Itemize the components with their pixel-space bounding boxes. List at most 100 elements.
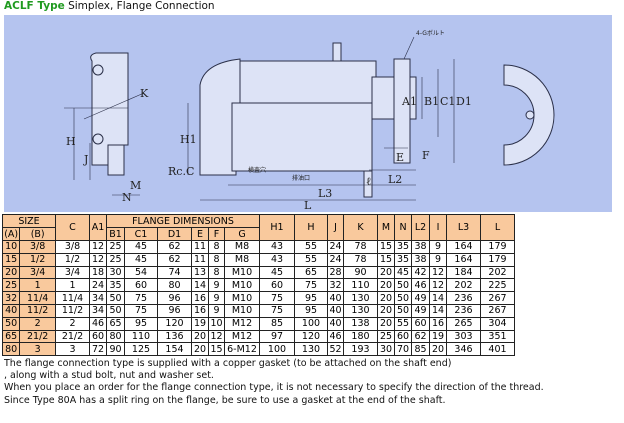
table-cell: 46 — [411, 278, 430, 293]
label-E: E — [396, 151, 404, 164]
table-cell: 1/2 — [55, 252, 90, 267]
table-cell: 267 — [480, 291, 515, 305]
table-cell: 3/4 — [19, 265, 56, 280]
table-cell: 35 — [106, 278, 125, 293]
table-cell: 62 — [411, 329, 430, 344]
table-cell: 15 — [377, 240, 395, 254]
table-cell: 154 — [157, 342, 192, 357]
table-cell: 20 — [377, 278, 395, 293]
table-cell: 8 — [208, 252, 225, 267]
table-cell: 45 — [394, 265, 412, 280]
table-cell: 50 — [106, 303, 125, 318]
notes: The flange connection type is supplied w… — [4, 358, 544, 407]
label-B1: B1 — [424, 95, 439, 108]
table-cell: 3/8 — [55, 240, 90, 254]
table-cell: 164 — [446, 252, 481, 267]
table-cell: 50 — [394, 291, 412, 305]
header-M: M — [377, 214, 395, 241]
side-bolt-bottom — [92, 133, 104, 145]
table-cell: 78 — [343, 240, 378, 254]
table-cell: 8 — [208, 265, 225, 280]
label-F: F — [422, 149, 430, 162]
table-cell: 267 — [480, 303, 515, 318]
subheader-cell: B1 — [106, 227, 125, 241]
table-cell: 11 — [191, 240, 209, 254]
table-cell: 13 — [191, 265, 209, 280]
table-cell: 60 — [124, 278, 158, 293]
table-cell: 74 — [157, 265, 192, 280]
table-cell: 49 — [411, 291, 430, 305]
table-cell: 80 — [106, 329, 125, 344]
table-cell: 9 — [429, 252, 447, 267]
header-C: C — [55, 214, 90, 241]
subheader-cell: (A) — [1, 227, 21, 241]
table-cell: M10 — [224, 265, 260, 280]
label-K: K — [140, 87, 149, 100]
header-L3: L3 — [446, 214, 481, 241]
table-cell: 19 — [429, 329, 447, 344]
table-cell: 25 — [1, 278, 21, 293]
table-cell: M8 — [224, 252, 260, 267]
table-cell: 225 — [480, 278, 515, 293]
technical-drawing: 4-Gボルト K H J M N Rc.C H1 A1 B1 C1 D1 E F… — [4, 15, 612, 212]
type-subtitle: Simplex, Flange Connection — [68, 0, 215, 12]
header-L2: L2 — [411, 214, 430, 241]
table-cell: 120 — [157, 316, 192, 331]
table-cell: 3 — [55, 342, 90, 357]
table-cell: 95 — [294, 291, 328, 305]
table-cell: 110 — [124, 329, 158, 344]
label-C1: C1 — [440, 95, 455, 108]
table-cell: 65 — [294, 265, 328, 280]
table-cell: 50 — [1, 316, 21, 331]
table-cell: 20 — [429, 342, 447, 357]
table-cell: 184 — [446, 265, 481, 280]
table-cell: 34 — [89, 291, 107, 305]
table-cell: 100 — [259, 342, 295, 357]
upper-housing — [239, 60, 377, 104]
table-cell: 80 — [157, 278, 192, 293]
table-cell: 95 — [124, 316, 158, 331]
header-A1: A1 — [89, 214, 107, 241]
table-cell: 78 — [343, 252, 378, 267]
table-cell: 265 — [446, 316, 481, 331]
table-cell: 125 — [124, 342, 158, 357]
table-cell: 2 — [55, 316, 90, 331]
label-L: L — [304, 199, 312, 212]
table-cell: 35 — [394, 252, 412, 267]
table-cell: 75 — [124, 303, 158, 318]
table-cell: 12 — [429, 278, 447, 293]
header-row-top: SIZE C A1 FLANGE DIMENSIONS H1 H J K M N… — [2, 214, 515, 241]
table-cell: 19 — [191, 316, 209, 331]
label-H: H — [66, 135, 76, 148]
table-cell: 401 — [480, 342, 515, 357]
table-cell: 54 — [124, 265, 158, 280]
table-cell: 32 — [1, 291, 21, 305]
table-cell: 15 — [377, 252, 395, 267]
table-cell: 35 — [394, 240, 412, 254]
table-cell: 14 — [191, 278, 209, 293]
table-cell: 46 — [89, 316, 107, 331]
table-cell: 38 — [411, 252, 430, 267]
flange — [393, 58, 411, 164]
table-cell: 45 — [124, 240, 158, 254]
table-cell: 60 — [89, 329, 107, 344]
drawing-svg: 4-Gボルト K H J M N Rc.C H1 A1 B1 C1 D1 E F… — [64, 29, 555, 212]
table-cell: 164 — [446, 240, 481, 254]
table-cell: 38 — [411, 240, 430, 254]
table-cell: 70 — [394, 342, 412, 357]
type-name: ACLF Type — [4, 0, 65, 12]
table-cell: 1/2 — [19, 252, 56, 267]
table-cell: 16 — [191, 303, 209, 318]
table-cell: 62 — [157, 252, 192, 267]
table-cell: 55 — [294, 240, 328, 254]
table-cell: 12 — [89, 240, 107, 254]
side-bolt-top — [92, 64, 104, 76]
table-cell: 90 — [343, 265, 378, 280]
subheader-cell: (B) — [19, 227, 56, 241]
table-cell: 11/2 — [55, 303, 90, 318]
table-cell: 179 — [480, 240, 515, 254]
table-cell: 42 — [411, 265, 430, 280]
